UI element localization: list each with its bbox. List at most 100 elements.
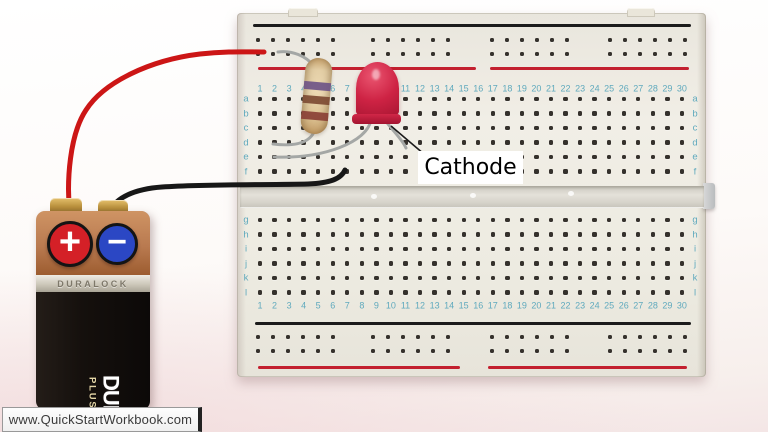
breadboard-hole [577, 111, 583, 116]
breadboard-hole [650, 154, 656, 160]
breadboard-hole [330, 246, 335, 252]
breadboard-hole [403, 246, 408, 252]
breadboard-hole [285, 334, 291, 340]
breadboard-hole [505, 275, 510, 281]
breadboard-hole [679, 169, 685, 174]
breadboard-hole [257, 125, 263, 131]
breadboard-hole [257, 111, 263, 116]
row-letter: d [692, 137, 698, 148]
breadboard-hole [330, 37, 336, 43]
breadboard-hole [622, 348, 628, 354]
breadboard-hole [607, 37, 613, 43]
duralock-text: DURALOCK [57, 278, 129, 289]
column-number: 16 [473, 83, 484, 94]
breadboard-hole [417, 111, 423, 116]
breadboard-hole [650, 140, 656, 145]
breadboard-hole [432, 217, 437, 223]
breadboard-hole [370, 51, 376, 57]
column-number: 6 [330, 300, 336, 311]
led [352, 60, 402, 126]
breadboard-hole [577, 261, 583, 266]
breadboard-hole [505, 217, 510, 223]
breadboard-hole [417, 96, 423, 102]
breadboard-hole [650, 111, 656, 116]
column-number: 10 [385, 300, 396, 311]
breadboard-hole [592, 154, 597, 160]
breadboard-hole [519, 111, 525, 116]
breadboard-hole [272, 290, 277, 295]
row-letter: b [692, 108, 698, 119]
breadboard-hole [316, 290, 321, 295]
breadboard-hole [388, 261, 394, 266]
breadboard-hole [446, 96, 452, 102]
breadboard-hole [400, 334, 406, 340]
breadboard-hole [388, 217, 394, 223]
breadboard-hole [534, 275, 539, 281]
breadboard-hole [301, 246, 306, 252]
breadboard-hole [534, 96, 539, 102]
breadboard-hole [636, 169, 641, 174]
row-letter: g [243, 214, 249, 226]
row-letter: k [243, 272, 249, 284]
breadboard-hole [548, 96, 554, 102]
groove-screw-dot [371, 194, 377, 199]
breadboard-hole [374, 261, 379, 266]
breadboard-hole [417, 217, 423, 223]
breadboard-hole [432, 111, 437, 116]
breadboard-hole [667, 51, 673, 57]
breadboard-hole [534, 111, 539, 116]
breadboard-hole [476, 275, 481, 281]
breadboard-hole [272, 154, 277, 160]
breadboard-hole [563, 169, 568, 174]
breadboard-hole [476, 96, 481, 102]
breadboard-hole [446, 217, 452, 223]
breadboard-hole [403, 217, 408, 223]
breadboard-hole [592, 232, 597, 237]
column-number: 9 [373, 300, 379, 311]
breadboard-hole [549, 334, 555, 340]
breadboard-hole [286, 125, 292, 131]
row-letter: l [244, 287, 248, 298]
breadboard-hole [316, 169, 321, 174]
breadboard-hole [415, 51, 421, 57]
bottom-rail-red-line-right [488, 366, 687, 369]
breadboard-hole [417, 232, 423, 237]
breadboard-hole [272, 111, 277, 116]
breadboard-hole [519, 334, 525, 340]
breadboard-hole [432, 246, 437, 252]
breadboard-hole [403, 154, 408, 160]
column-number: 24 [589, 300, 600, 311]
breadboard-hole [388, 290, 394, 295]
breadboard-hole [650, 246, 656, 252]
breadboard-hole [417, 246, 423, 252]
breadboard-hole [370, 348, 376, 354]
row-letter: c [692, 122, 698, 134]
plus-symbol: + [58, 220, 82, 263]
breadboard-hole [285, 51, 291, 57]
row-letter: f [244, 166, 248, 177]
breadboard-hole [667, 334, 673, 340]
breadboard-hole [577, 217, 583, 223]
breadboard-hole [359, 125, 365, 131]
breadboard-hole [374, 275, 379, 281]
breadboard-hole [446, 275, 452, 281]
breadboard-hole [490, 125, 495, 131]
breadboard-hole [385, 348, 391, 354]
breadboard-hole [430, 334, 436, 340]
column-number: 11 [400, 300, 411, 311]
breadboard-hole [490, 232, 495, 237]
breadboard-hole [682, 37, 688, 43]
breadboard-hole [272, 275, 277, 281]
column-number: 11 [400, 83, 411, 94]
breadboard-hole [330, 261, 335, 266]
groove-screw-dot [568, 191, 574, 196]
breadboard-hole [476, 140, 481, 145]
breadboard-hole [461, 275, 466, 281]
breadboard-hole [534, 261, 539, 266]
breadboard-hole [679, 96, 685, 102]
breadboard-hole [374, 290, 379, 295]
breadboard-hole [446, 125, 452, 131]
row-letter: k [692, 272, 698, 284]
breadboard-hole [286, 246, 292, 252]
breadboard-hole [679, 217, 685, 223]
